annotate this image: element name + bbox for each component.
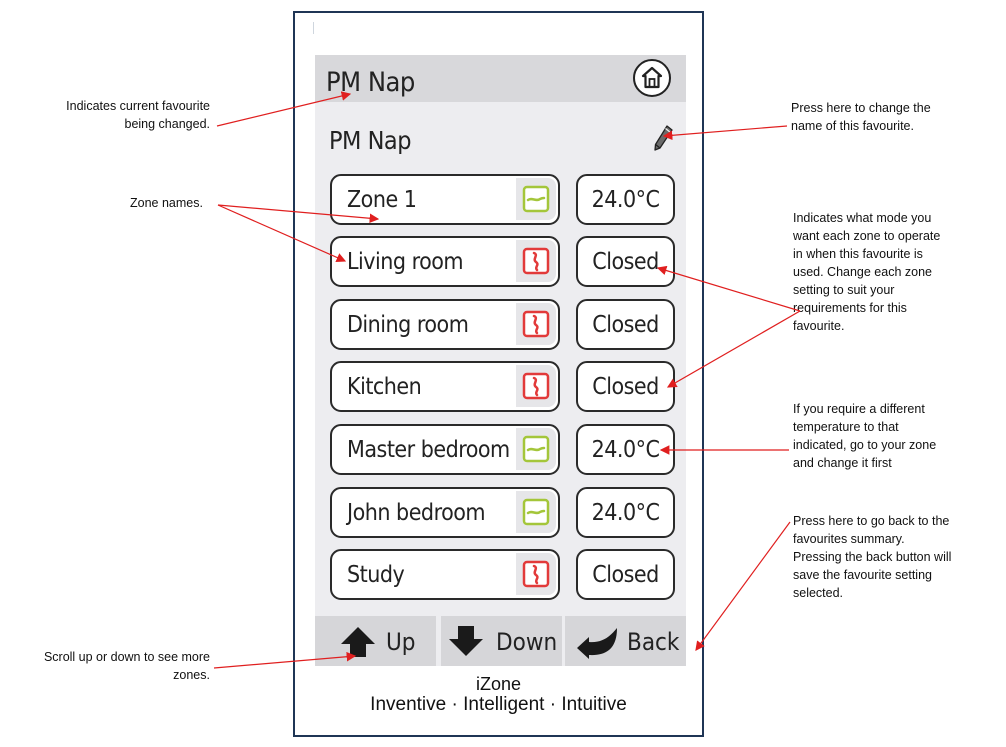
annotation-line: Press here to change the — [791, 101, 931, 115]
up-label: Up — [386, 628, 416, 656]
favourite-name: PM Nap — [329, 126, 412, 155]
arrow-down-icon — [449, 626, 483, 656]
zone-setting-button[interactable]: Closed — [576, 549, 675, 600]
temperature-mode-icon — [522, 498, 550, 526]
annotation-line: selected. — [793, 586, 844, 600]
annotation-scroll: Scroll up or down to see more zones. — [24, 648, 210, 684]
annotation-line: indicated, go to your zone — [793, 438, 937, 452]
zone-name-label: Zone 1 — [347, 187, 417, 213]
annotation-line: zones. — [173, 668, 210, 682]
zone-setting-button[interactable]: 24.0°C — [576, 424, 675, 475]
pointer-living-room — [217, 204, 347, 263]
annotation-line: name of this favourite. — [791, 119, 914, 133]
zone-name-button[interactable]: Study — [330, 549, 560, 600]
zone-name-button[interactable]: Dining room — [330, 299, 560, 350]
zone-mode-button[interactable] — [516, 365, 556, 407]
arrow-up-icon — [341, 627, 375, 657]
down-button[interactable]: Down — [441, 616, 562, 666]
zone-name-label: Kitchen — [347, 374, 422, 400]
pointer-zone-1 — [217, 204, 380, 224]
pointer-mode-kitchen — [666, 310, 801, 388]
down-label: Down — [496, 628, 558, 656]
annotation-mode: Indicates what mode you want each zone t… — [793, 209, 940, 335]
zone-name-label: Living room — [347, 249, 464, 275]
annotation-line: Press here to go back to the — [793, 514, 950, 528]
annotation-line: favourite. — [793, 319, 845, 333]
zone-setting-button[interactable]: Closed — [576, 236, 675, 287]
zone-setting-button[interactable]: 24.0°C — [576, 174, 675, 225]
annotation-line: requirements for this — [793, 301, 907, 315]
damper-closed-icon — [522, 310, 550, 338]
pointer-current-favourite — [216, 91, 352, 127]
zone-name-label: John bedroom — [347, 500, 486, 526]
zone-setting-button[interactable]: 24.0°C — [576, 487, 675, 538]
zone-mode-button[interactable] — [516, 303, 556, 345]
annotation-rename: Press here to change the name of this fa… — [791, 99, 931, 135]
zone-name-button[interactable]: Living room — [330, 236, 560, 287]
zone-setting-value: Closed — [592, 312, 659, 338]
annotation-line: Pressing the back button will — [793, 550, 952, 564]
home-icon — [641, 66, 663, 89]
brand-tagline: Inventive · Intelligent · Intuitive — [370, 694, 627, 715]
annotation-line: save the favourite setting — [793, 568, 932, 582]
annotation-current-favourite: Indicates current favourite being change… — [46, 97, 210, 133]
zone-name-label: Study — [347, 562, 405, 588]
annotation-zone-names: Zone names. — [130, 194, 203, 212]
zone-mode-button[interactable] — [516, 178, 556, 220]
zone-name-button[interactable]: Kitchen — [330, 361, 560, 412]
zone-mode-button[interactable] — [516, 428, 556, 470]
home-button[interactable] — [633, 59, 671, 97]
zone-setting-button[interactable]: Closed — [576, 299, 675, 350]
zone-setting-value: Closed — [592, 249, 659, 275]
annotation-line: Zone names. — [130, 196, 203, 210]
zone-name-label: Master bedroom — [347, 437, 510, 463]
pointer-back — [695, 521, 791, 651]
annotation-line: Scroll up or down to see more — [43, 650, 210, 664]
annotation-line: and change it first — [793, 456, 892, 470]
zone-name-button[interactable]: Master bedroom — [330, 424, 560, 475]
damper-closed-icon — [522, 560, 550, 588]
annotation-line: Indicates current favourite — [66, 99, 210, 113]
zone-setting-value: 24.0°C — [591, 187, 660, 213]
damper-closed-icon — [522, 372, 550, 400]
damper-closed-icon — [522, 247, 550, 275]
zone-name-label: Dining room — [347, 312, 469, 338]
back-arrow-icon — [577, 628, 617, 659]
annotation-line: If you require a different — [793, 402, 925, 416]
zone-setting-value: 24.0°C — [591, 437, 660, 463]
zone-mode-button[interactable] — [516, 491, 556, 533]
annotation-line: used. Change each zone — [793, 265, 932, 279]
frame-tick-mark — [313, 22, 314, 34]
brand-name: iZone — [475, 674, 522, 694]
annotation-line: in when this favourite is — [793, 247, 923, 261]
zone-setting-button[interactable]: Closed — [576, 361, 675, 412]
temperature-mode-icon — [522, 185, 550, 213]
annotation-line: being changed. — [124, 117, 211, 131]
annotation-line: Indicates what mode you — [793, 211, 932, 225]
zone-setting-value: Closed — [592, 374, 659, 400]
brand-footer: iZone Inventive · Intelligent · Intuitiv… — [295, 674, 702, 716]
zone-setting-value: 24.0°C — [591, 500, 660, 526]
annotation-temperature: If you require a different temperature t… — [793, 400, 936, 472]
back-button[interactable]: Back — [565, 616, 686, 666]
zone-mode-button[interactable] — [516, 553, 556, 595]
zone-setting-value: Closed — [592, 562, 659, 588]
annotation-back: Press here to go back to the favourites … — [793, 512, 951, 602]
annotation-line: temperature to that — [793, 420, 899, 434]
annotation-line: favourites summary. — [793, 532, 905, 546]
pointer-scroll — [213, 651, 357, 669]
pointer-rename — [662, 125, 788, 141]
annotation-line: want each zone to operate — [793, 229, 941, 243]
back-label: Back — [627, 628, 680, 656]
pointer-mode-closed — [656, 265, 801, 312]
zone-mode-button[interactable] — [516, 240, 556, 282]
temperature-mode-icon — [522, 435, 550, 463]
zone-name-button[interactable]: John bedroom — [330, 487, 560, 538]
annotation-line: setting to suit your — [793, 283, 895, 297]
zone-name-button[interactable]: Zone 1 — [330, 174, 560, 225]
title-bar: PM Nap — [315, 55, 686, 102]
